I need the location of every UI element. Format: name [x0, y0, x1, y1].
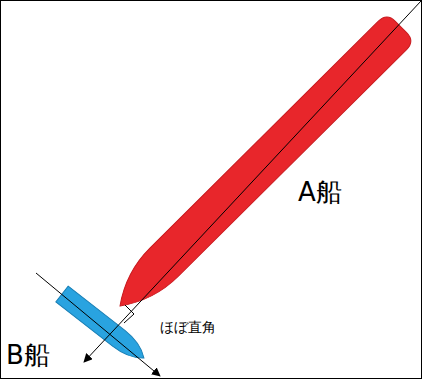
ship-a-shape: [106, 13, 415, 320]
ship-a-hull: [106, 13, 415, 320]
ship-b-course-line: [36, 273, 160, 376]
ship-b-hull: [56, 286, 150, 366]
ship-name: B船: [6, 341, 50, 370]
ship-name: A船: [298, 178, 342, 207]
right-angle-mark: [124, 305, 134, 323]
angle-note: ほぼ直角: [160, 320, 216, 335]
ship-a-course-line: [84, 1, 421, 362]
ship-b-shape: [56, 286, 150, 366]
